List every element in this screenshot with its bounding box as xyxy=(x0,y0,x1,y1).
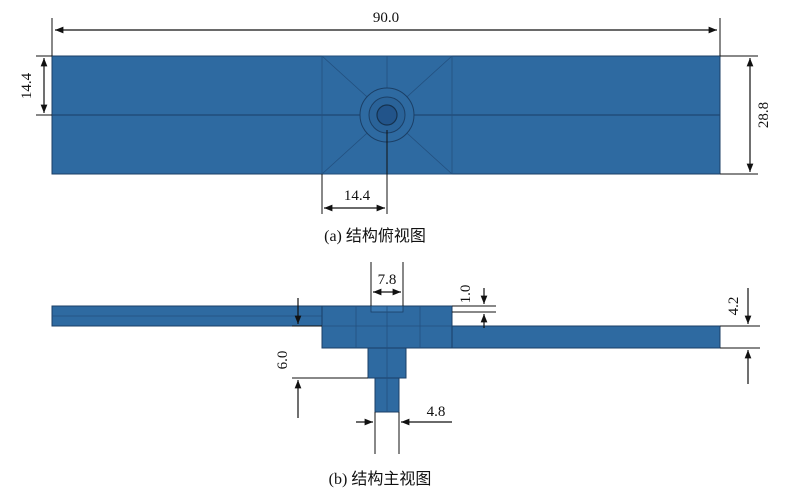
dim-boss-height: 6.0 xyxy=(275,298,368,418)
dim-overall-width-label: 28.8 xyxy=(756,102,772,128)
dim-center-offset: 14.4 xyxy=(321,130,388,214)
dim-half-width-label: 14.4 xyxy=(19,72,35,99)
dim-stem-width: 4.8 xyxy=(356,404,452,454)
dim-boss-height-label: 6.0 xyxy=(275,351,291,370)
top-view-caption: (a) 结构俯视图 xyxy=(324,227,426,245)
dim-center-offset-label: 14.4 xyxy=(344,188,371,204)
dim-overall-length-label: 90.0 xyxy=(373,10,399,26)
dim-overall-length: 90.0 xyxy=(51,10,721,56)
front-view: 7.8 1.0 4.2 6.0 xyxy=(51,262,760,488)
dim-stem-width-label: 4.8 xyxy=(427,404,446,420)
dim-overall-width: 28.8 xyxy=(720,55,772,175)
dim-inner-diameter-label: 7.8 xyxy=(378,272,397,288)
dim-half-width: 14.4 xyxy=(19,55,52,116)
dim-recess-depth: 1.0 xyxy=(452,285,496,328)
front-view-caption: (b) 结构主视图 xyxy=(329,470,432,488)
front-view-right-plate xyxy=(451,325,721,349)
dim-plate-thickness: 4.2 xyxy=(720,288,760,384)
dim-recess-depth-label: 1.0 xyxy=(458,285,474,304)
dim-plate-thickness-label: 4.2 xyxy=(726,297,742,316)
top-view-hole xyxy=(376,104,398,126)
top-view: 90.0 14.4 28.8 14.4 (a) 结构俯视图 xyxy=(19,10,772,245)
dim-inner-diameter: 7.8 xyxy=(370,262,404,306)
